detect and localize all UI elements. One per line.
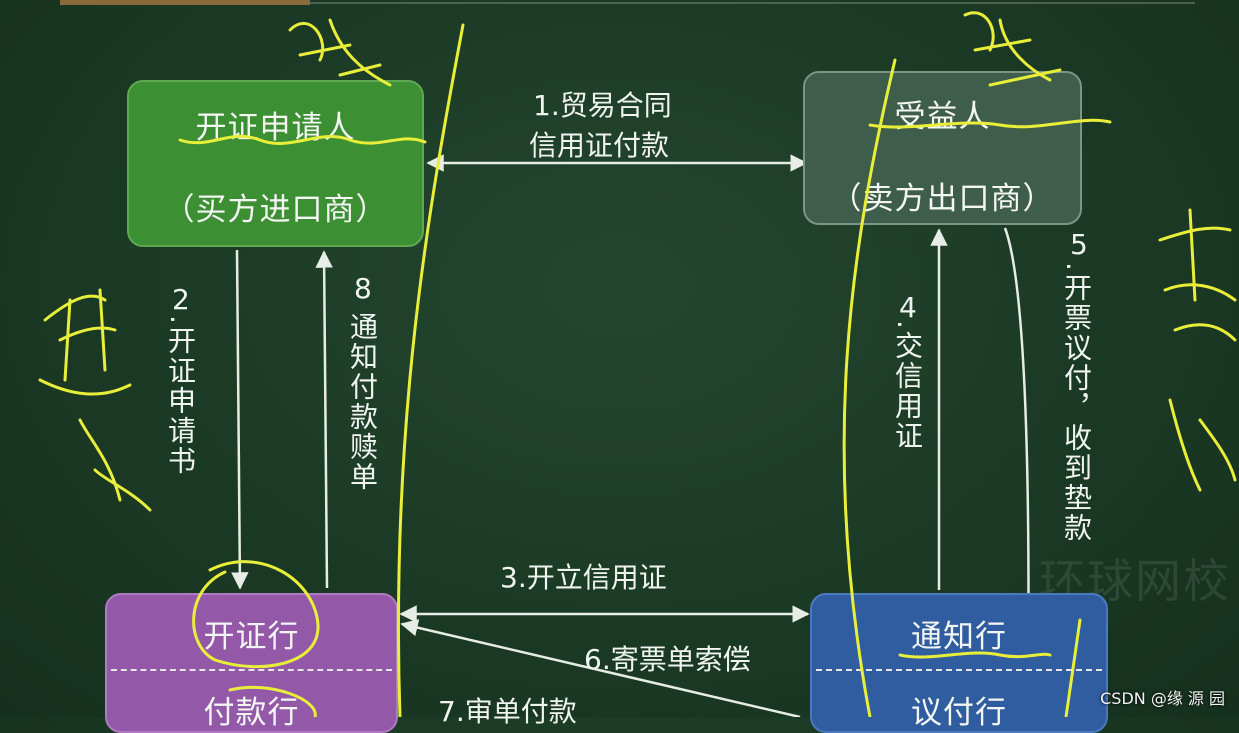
edge-2-number: 2 [172, 283, 190, 316]
advising-bank-title: 通知行 [911, 619, 1007, 655]
beneficiary-node: 受益人 （卖方出口商） [803, 71, 1082, 225]
edge-1-label-line2: 信用证付款 [529, 129, 670, 162]
applicant-node: 开证申请人 （买方进口商） [127, 80, 424, 247]
edge-6-label: 6.寄票单索偿 [584, 643, 751, 676]
scribble-export [1158, 208, 1237, 492]
edge-4-label: .交信用证 [891, 320, 924, 451]
scribble-buy-top [288, 18, 392, 87]
edge-1-label-line1: 1.贸易合同 [533, 89, 672, 122]
source-credit: CSDN @缘 源 园 [1100, 689, 1225, 708]
edge-8-label: 通知付款赎单 [346, 312, 379, 492]
circle-issuing-bank [192, 560, 320, 669]
underline-advising-bank [898, 651, 1052, 659]
edge-5-number: 5 [1070, 228, 1088, 261]
vertical-line-right [842, 58, 897, 717]
circle-paying-bank [228, 685, 317, 717]
edge-4-number: 4 [899, 291, 917, 324]
issuing-bank-title: 开证行 [203, 619, 300, 655]
vertical-line-left [396, 23, 465, 717]
edge-8-number: 8 [354, 272, 372, 305]
vertical-line-far-right [1064, 618, 1082, 717]
beneficiary-title: 受益人 [894, 99, 991, 135]
arrow-8-notify [315, 250, 333, 589]
handwritten-annotations [38, 11, 1237, 717]
arrow-6-claim [400, 619, 801, 717]
top-frame-bar [60, 0, 1195, 5]
scribble-sell-top [963, 11, 1062, 87]
arrow-2-application [231, 249, 249, 590]
issuing-bank-node: 开证行 付款行 [105, 593, 398, 733]
underline-applicant [178, 134, 427, 145]
advising-bank-divider [816, 669, 1102, 671]
edge-3-label: 3.开立信用证 [500, 561, 667, 594]
issuing-bank-divider [111, 669, 392, 671]
edge-5-label: .开票议付，收到垫款 [1060, 262, 1093, 543]
underline-beneficiary [868, 118, 1112, 129]
edge-2-label: .开证申请书 [164, 315, 197, 476]
scribble-import [38, 288, 152, 512]
applicant-subtitle: （买方进口商） [163, 192, 388, 228]
